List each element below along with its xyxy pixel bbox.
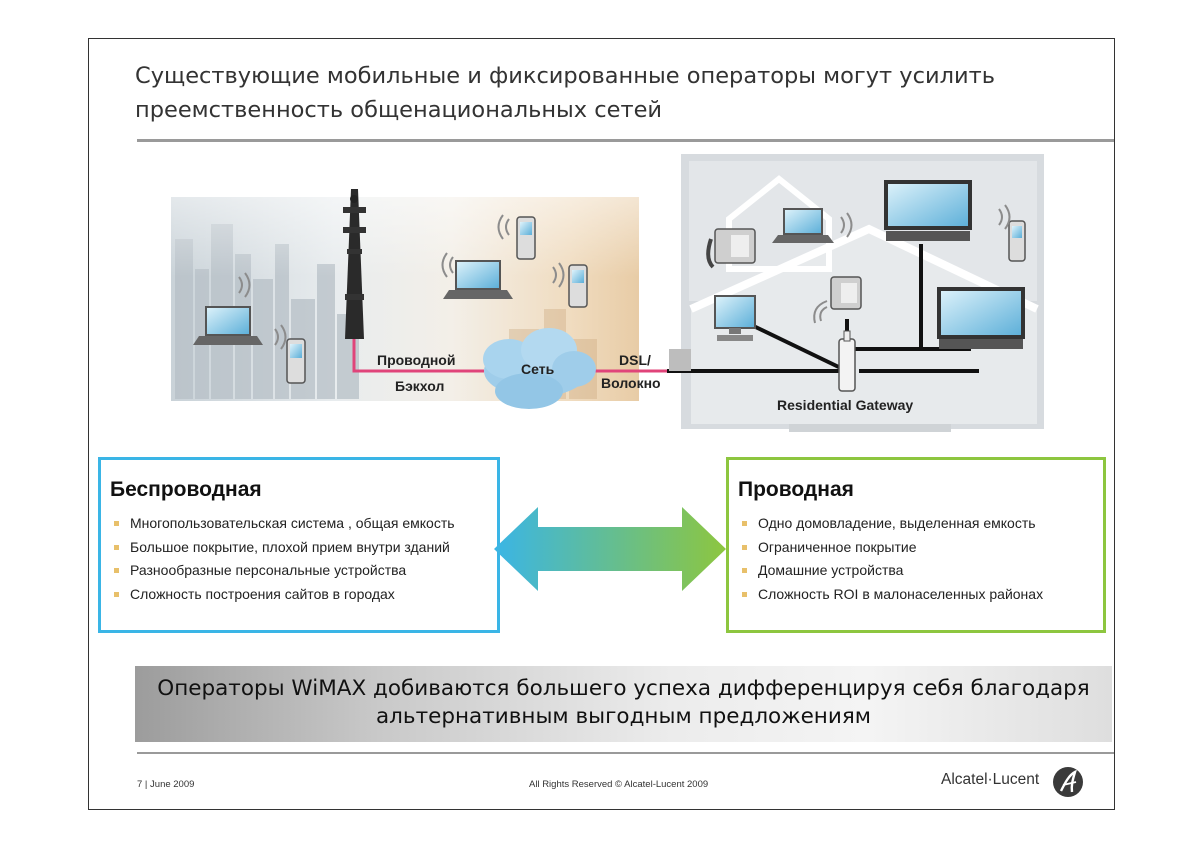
tv-icon — [884, 180, 972, 241]
cloud-label: Сеть — [521, 361, 555, 377]
list-item: Ограниченное покрытие — [737, 536, 1043, 560]
list-item: Сложность ROI в малонаселенных районах — [737, 583, 1043, 607]
mobile-phone-icon — [568, 264, 588, 308]
laptop-icon — [772, 208, 834, 243]
laptop-icon — [443, 260, 513, 299]
bullet-icon — [742, 568, 747, 573]
backhaul-label-2: Бэкхол — [395, 378, 445, 394]
city-background — [171, 197, 639, 401]
network-diagram — [171, 154, 1044, 432]
backhaul-label-1: Проводной — [377, 352, 456, 368]
bullet-icon — [742, 591, 747, 597]
backhaul-link — [352, 339, 667, 373]
footer-divider — [137, 752, 1114, 754]
desktop-computer-icon — [714, 295, 756, 341]
bullet-icon — [742, 544, 747, 550]
desk-phone-icon — [830, 276, 862, 310]
mobile-phone-icon — [516, 216, 536, 260]
page-number: 7 | June 2009 — [137, 779, 195, 790]
bullet-icon — [114, 591, 119, 597]
bullet-icon — [114, 544, 119, 550]
cell-tower-icon — [343, 189, 366, 339]
laptop-icon — [193, 306, 263, 345]
brand-name: Alcatel·Lucent — [941, 771, 1040, 788]
list-item: Одно домовладение, выделенная емкость — [737, 512, 1043, 536]
dsl-label-1: DSL/ — [619, 352, 651, 368]
banner-line-1: Операторы WiMAX добиваются большего успе… — [157, 676, 1090, 701]
double-arrow-icon — [494, 507, 726, 591]
list-item: Многопользовательская система , общая ем… — [109, 512, 455, 536]
conclusion-banner: Операторы WiMAX добиваются большего успе… — [135, 666, 1112, 742]
bullet-icon — [114, 568, 119, 573]
banner-text: Операторы WiMAX добиваются большего успе… — [135, 675, 1112, 731]
desk-phone-icon — [706, 228, 756, 269]
wireless-heading: Беспроводная — [110, 478, 262, 501]
wireless-signal-icon — [238, 204, 1011, 350]
slide: Существующие мобильные и фиксированные о… — [88, 38, 1115, 810]
gateway-label: Residential Gateway — [777, 397, 914, 413]
residential-gateway-icon — [838, 330, 856, 392]
list-item: Большое покрытие, плохой прием внутри зд… — [109, 536, 455, 560]
dsl-label-2: Волокно — [601, 375, 661, 391]
bullet-icon — [114, 521, 119, 526]
wired-panel: Проводная Одно домовладение, выделенная … — [726, 457, 1106, 633]
wired-list: Одно домовладение, выделенная емкость Ог… — [737, 512, 1043, 606]
wall-jack-icon — [669, 349, 691, 371]
alcatel-lucent-logo-icon — [1053, 767, 1083, 797]
mobile-phone-icon — [1008, 220, 1026, 262]
wired-heading: Проводная — [738, 478, 854, 501]
cloud-icon — [483, 328, 596, 409]
list-item: Домашние устройства — [737, 559, 1043, 583]
list-item: Сложность построения сайтов в городах — [109, 583, 455, 607]
bullet-icon — [742, 521, 747, 526]
title-line-2: преемственность общенациональных сетей — [135, 97, 663, 123]
banner-line-2: альтернативным выгодным предложениям — [376, 704, 871, 729]
mobile-phone-icon — [286, 338, 306, 384]
list-item: Разнообразные персональные устройства — [109, 559, 455, 583]
copyright-text: All Rights Reserved © Alcatel-Lucent 200… — [529, 779, 709, 790]
wireless-list: Многопользовательская система , общая ем… — [109, 512, 455, 606]
slide-title: Существующие мобильные и фиксированные о… — [135, 59, 1075, 127]
wireless-panel: Беспроводная Многопользовательская систе… — [98, 457, 500, 633]
tv-icon — [937, 287, 1025, 349]
title-divider — [137, 139, 1114, 142]
title-line-1: Существующие мобильные и фиксированные о… — [135, 63, 995, 89]
